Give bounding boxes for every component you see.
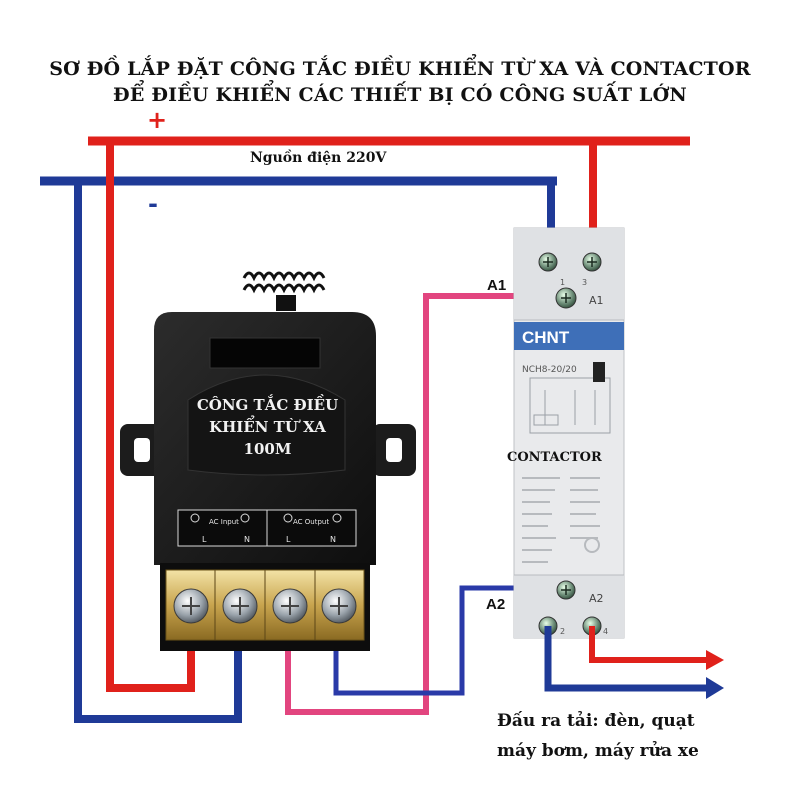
remote-input-n: N <box>244 535 250 544</box>
power-source-label: Nguồn điện 220V <box>250 150 387 166</box>
contactor-model: NCH8-20/20 <box>522 365 577 375</box>
load-output-line-2: máy bơm, máy rửa xe <box>497 741 699 761</box>
load-output-note: Đấu ra tải: đèn, quạt máy bơm, máy rửa x… <box>497 706 699 766</box>
plus-sign: + <box>147 106 168 134</box>
remote-output-l: L <box>286 535 291 544</box>
remote-input-l: L <box>202 535 207 544</box>
load-neutral-arrow <box>706 677 724 699</box>
output-to-a1-wire <box>285 293 558 715</box>
contactor-terminal-a1: A1 <box>589 294 604 307</box>
load-live-wire <box>589 626 708 663</box>
contactor-terminal-2: 2 <box>560 627 565 636</box>
minus-sign: - <box>148 190 158 218</box>
title-line-1: SƠ ĐỒ LẮP ĐẶT CÔNG TẮC ĐIỀU KHIỂN TỪ XA … <box>49 58 751 80</box>
contactor-terminal-4: 4 <box>603 627 608 636</box>
contactor-brand: CHNT <box>522 328 570 347</box>
contactor-terminal-1: 1 <box>560 278 565 287</box>
title-line-2: ĐỂ ĐIỀU KHIỂN CÁC THIẾT BỊ CÓ CÔNG SUẤT … <box>113 84 687 106</box>
contactor-label: CONTACTOR <box>507 450 602 465</box>
contactor-terminal-3: 3 <box>582 278 587 287</box>
contactor <box>513 227 625 639</box>
remote-output-n: N <box>330 535 336 544</box>
remote-output-label: AC Output <box>293 518 329 526</box>
load-neutral-wire <box>544 626 708 692</box>
output-to-a2-wire <box>333 585 560 696</box>
remote-input-label: AC Input <box>209 518 239 526</box>
live-to-remote-wire <box>106 141 195 692</box>
remote-switch <box>120 271 416 651</box>
load-output-line-1: Đấu ra tải: đèn, quạt <box>497 711 695 731</box>
load-live-arrow <box>706 650 724 670</box>
a2-terminal-label: A2 <box>486 596 506 613</box>
remote-text-line-2: KHIỂN TỪ XA <box>209 418 326 436</box>
neutral-to-remote-wire <box>74 181 242 723</box>
remote-device-text: CÔNG TẮC ĐIỀU KHIỂN TỪ XA 100M <box>175 394 360 460</box>
contactor-terminal-a2: A2 <box>589 592 604 605</box>
a1-terminal-label: A1 <box>487 277 507 294</box>
remote-text-line-3: 100M <box>243 440 292 458</box>
remote-text-line-1: CÔNG TẮC ĐIỀU <box>196 396 339 414</box>
